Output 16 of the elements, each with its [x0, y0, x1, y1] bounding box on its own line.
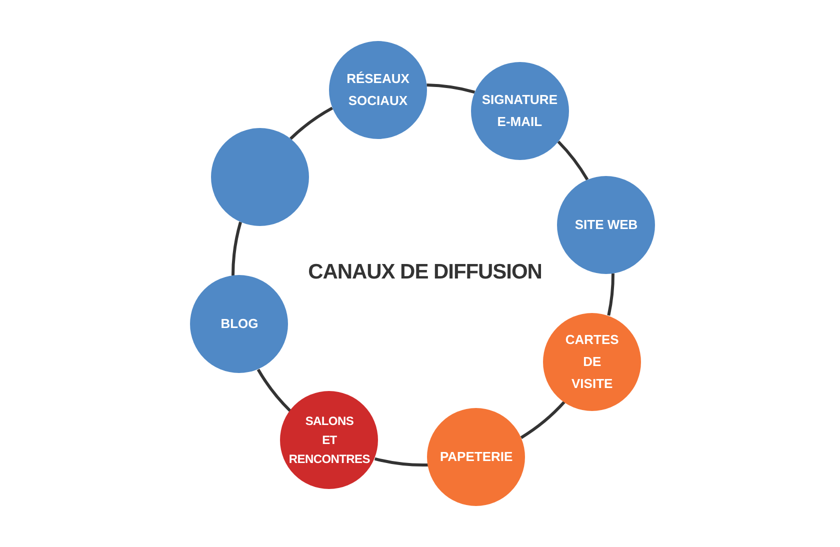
ring-arc	[290, 106, 334, 140]
ring-arc	[374, 457, 428, 466]
channel-label: SITE WEB	[574, 216, 638, 234]
channel-label: PAPETERIE	[440, 448, 513, 466]
ring-arc	[256, 368, 292, 412]
channel-label: CARTES DE VISITE	[565, 330, 619, 393]
diagram-title: CANAUX DE DIFFUSION	[308, 259, 542, 286]
ring-arc	[557, 140, 589, 180]
channel-label: SIGNATURE E-MAIL	[482, 91, 558, 132]
ring-arc	[520, 400, 566, 439]
channel-label: BLOG	[220, 315, 258, 334]
ring-arc	[232, 222, 242, 276]
ring-arc	[426, 84, 476, 94]
ring-arc	[607, 273, 614, 316]
channel-label: RÉSEAUX SOCIAUX	[346, 70, 410, 110]
channel-label: SALONS ET RENCONTRES	[288, 412, 370, 468]
